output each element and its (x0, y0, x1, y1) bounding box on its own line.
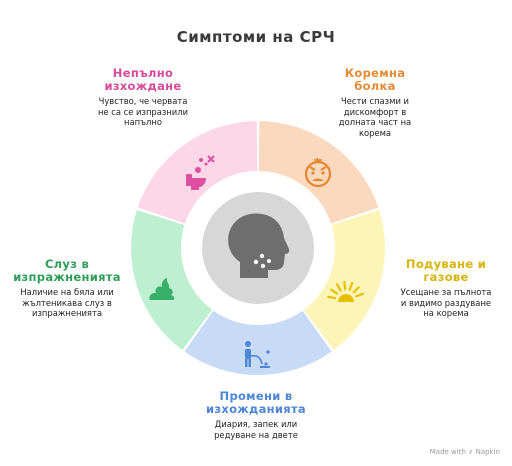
label-mucus: Слуз в изпражненията Наличие на бяла или… (4, 258, 130, 319)
poop-icon (149, 278, 175, 300)
head-shape (228, 213, 290, 278)
poop-shape (149, 278, 175, 300)
heading-bloating: Подуване и газове (384, 258, 508, 284)
toilet-icon (186, 155, 215, 190)
heading-pain: Коремна болка (300, 67, 450, 93)
head-dot-4 (267, 259, 271, 263)
toilet-thought-dot-1 (199, 158, 203, 162)
desc-bloating: Усещане за пълнота и видимо раздуване на… (384, 287, 508, 319)
head-dot-2 (259, 253, 265, 259)
desc-pain: Чести спазми и дискомфорт в долната част… (300, 96, 450, 138)
desc-mucus: Наличие на бяла или жълтеникава слуз в и… (4, 287, 130, 319)
heading-mucus-line-2: изпражненията (13, 270, 121, 284)
head-profile-icon (228, 213, 290, 278)
face-eye-left (311, 171, 315, 175)
toilet-tank (186, 174, 192, 186)
desc-bloating-line-2: и видимо раздуване (400, 297, 492, 308)
burst-ray-2 (330, 288, 339, 295)
face-outline (304, 160, 332, 188)
burst-ray-4 (343, 280, 347, 291)
label-habits: Промени в изхожданията Диария, запек или… (181, 390, 331, 440)
heading-habits-line-2: изхожданията (206, 402, 306, 416)
desc-incomplete-line-2: не са се изпразнили (97, 106, 189, 117)
desc-habits: Диария, запек или редуване на двете (181, 419, 331, 440)
head-dot-1 (253, 259, 259, 265)
person-drop-2 (266, 350, 270, 354)
toilet-bowl (191, 178, 206, 190)
desc-bloating-line-3: на корема (423, 308, 469, 318)
pained-face-icon (304, 157, 332, 188)
desc-pain-line-4: корема (358, 127, 392, 138)
ring-segment-mucus (131, 210, 213, 350)
person-leg-right (248, 359, 251, 367)
face-sweat (314, 157, 322, 163)
heading-bloating-line-2: газове (423, 270, 469, 284)
burst-ray-7 (355, 292, 365, 298)
burst-ray-3 (335, 283, 342, 292)
face-brows (309, 166, 327, 171)
face-mouth (312, 178, 324, 181)
head-dot-3 (260, 263, 266, 269)
ring-segment-bloating (303, 210, 385, 350)
person-drop-1 (264, 362, 268, 366)
heading-incomplete: Непълно изхождане (68, 67, 218, 93)
desc-incomplete-line-3: напълно (124, 117, 162, 127)
burst-icon (327, 280, 365, 302)
heading-mucus-line-1: Слуз в (44, 257, 90, 271)
heading-bloating-line-1: Подуване и (405, 257, 487, 271)
person-stream (250, 354, 263, 365)
desc-habits-line-2: редуване на двете (214, 429, 298, 440)
face-eye-right (321, 171, 325, 175)
ring-segment-habits (184, 310, 332, 376)
desc-bloating-line-1: Усещане за пълнота (400, 287, 492, 297)
ring-segment-pain (258, 121, 379, 224)
heading-incomplete-line-1: Непълно (112, 66, 174, 80)
burst-ray-1 (327, 295, 337, 300)
napkin-footer: Made with ⸙ Napkin (429, 448, 500, 456)
desc-incomplete: Чувство, че червата не са се изпразнили … (68, 96, 218, 128)
person-body (245, 349, 251, 359)
heading-pain-line-1: Коремна (344, 66, 406, 80)
desc-pain-line-1: Чести спазми и (340, 96, 409, 106)
person-leg-left (245, 359, 248, 367)
heading-incomplete-line-2: изхождане (104, 79, 182, 93)
heading-mucus: Слуз в изпражненията (4, 258, 130, 284)
burst-ray-6 (352, 286, 360, 294)
label-bloating: Подуване и газове Усещане за пълнота и в… (384, 258, 508, 319)
desc-mucus-line-2: жълтеникава слуз в (22, 297, 112, 308)
desc-habits-line-1: Диария, запек или (214, 419, 298, 429)
person-urinating-icon (245, 341, 270, 368)
label-pain: Коремна болка Чести спазми и дискомфорт … (300, 67, 450, 138)
heading-pain-line-2: болка (354, 79, 396, 93)
label-incomplete: Непълно изхождане Чувство, че червата не… (68, 67, 218, 128)
desc-mucus-line-3: изпражненията (32, 308, 102, 318)
diagram-title: Симптоми на СРЧ (176, 28, 336, 46)
desc-pain-line-3: долната част на (338, 117, 412, 127)
heading-habits-line-1: Промени в (219, 389, 293, 403)
toilet-person-head (195, 167, 201, 173)
toilet-cross (207, 155, 215, 163)
desc-mucus-line-1: Наличие на бяла или (20, 287, 114, 297)
person-head (245, 341, 251, 347)
heading-habits: Промени в изхожданията (181, 390, 331, 416)
toilet-thought-dot-2 (204, 162, 208, 166)
desc-incomplete-line-1: Чувство, че червата (98, 96, 188, 106)
burst-core (338, 294, 354, 302)
desc-pain-line-2: дискомфорт в (343, 106, 407, 117)
burst-ray-5 (348, 281, 354, 291)
